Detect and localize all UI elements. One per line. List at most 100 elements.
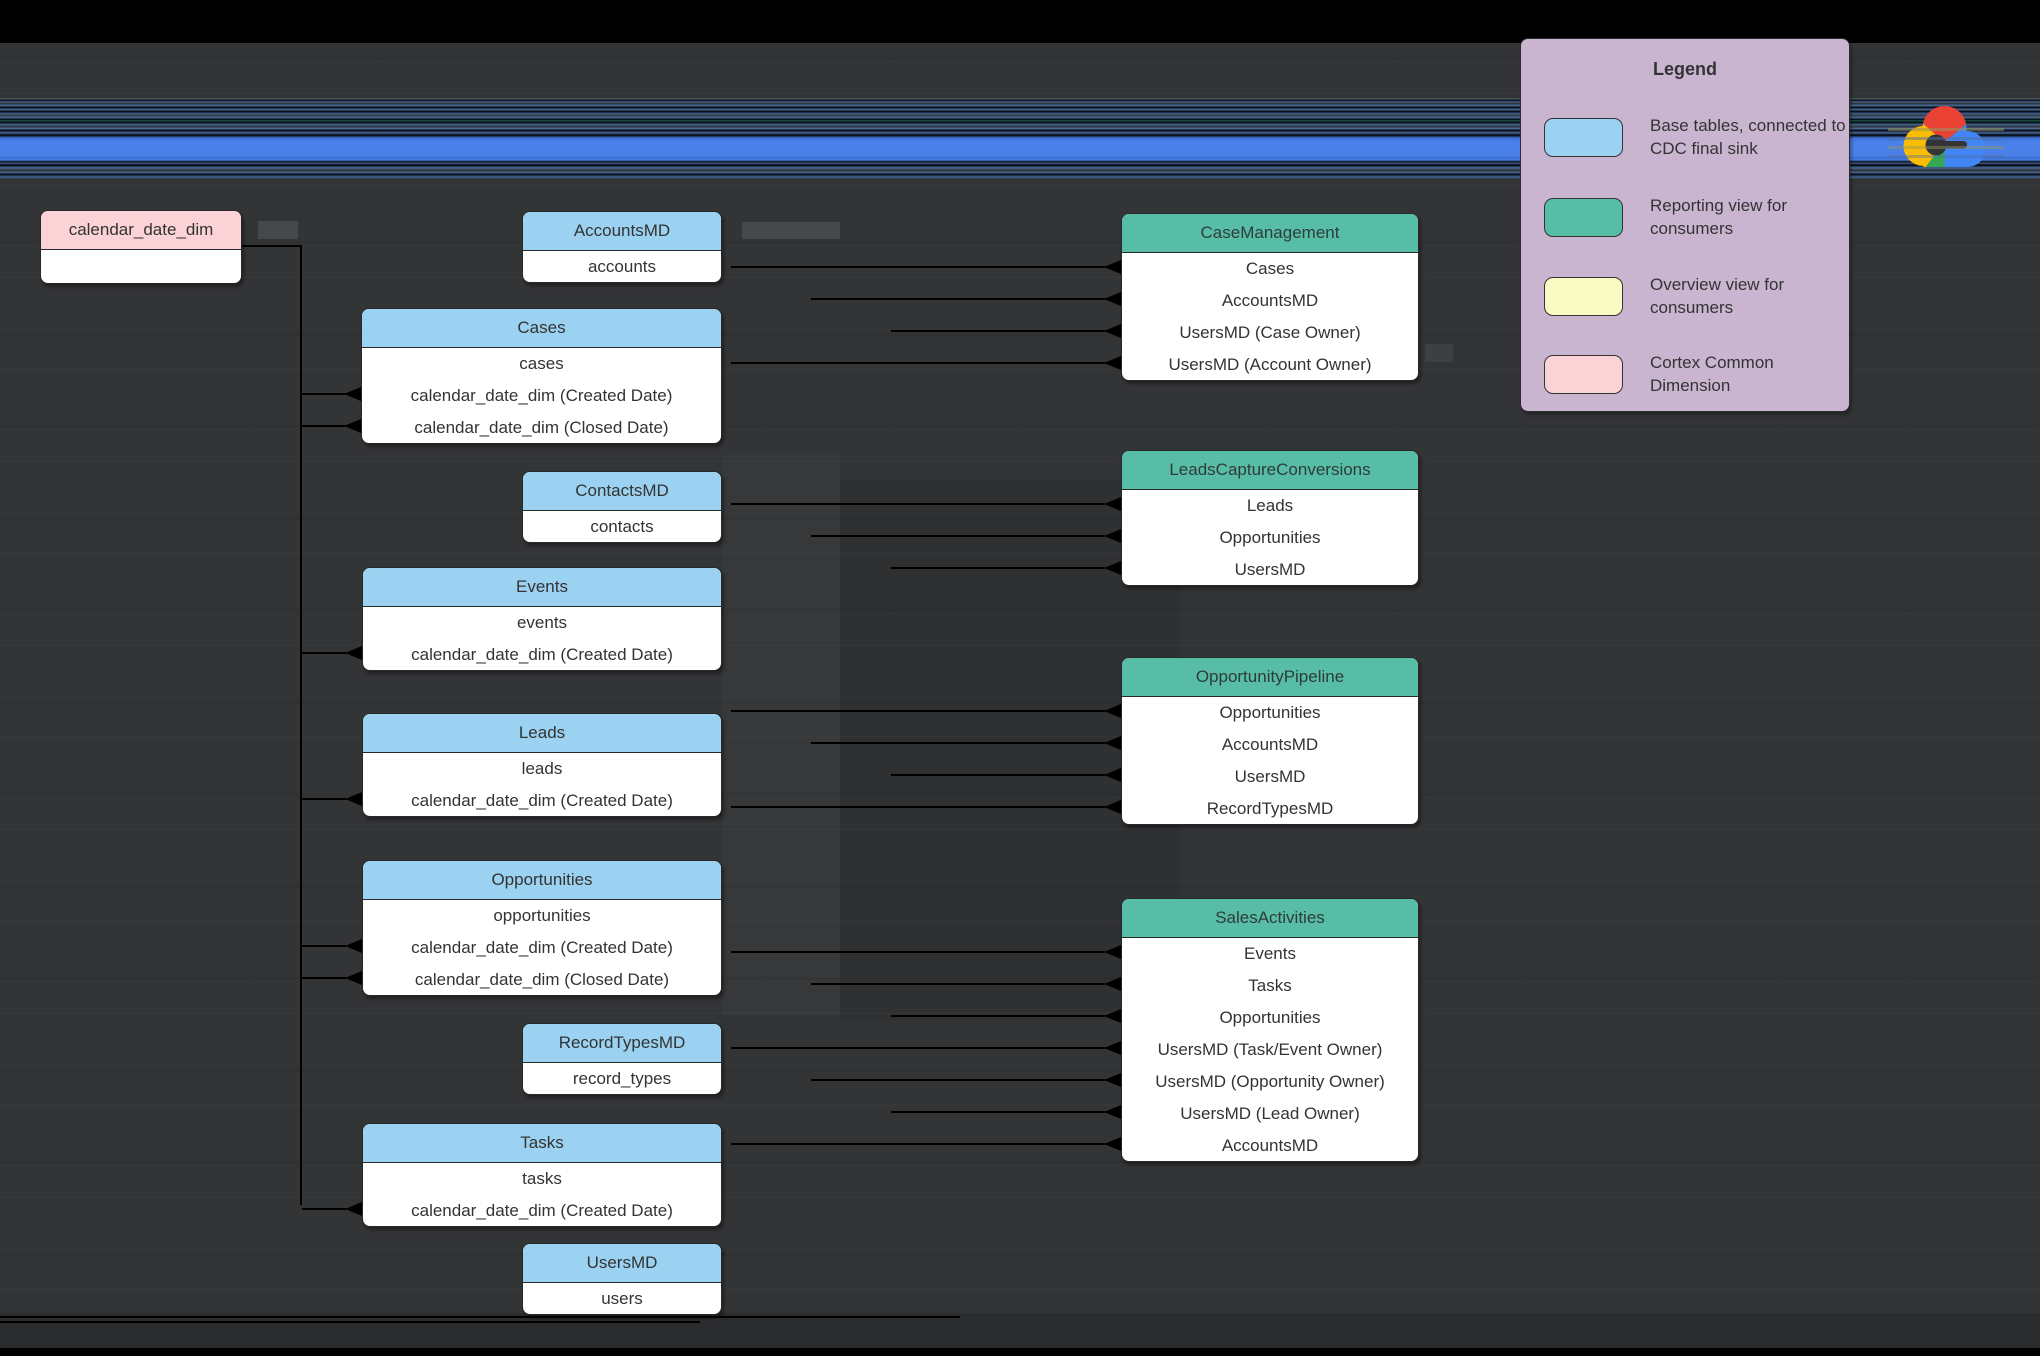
table-body: contacts — [523, 511, 721, 542]
connector-arrowhead — [1104, 292, 1121, 306]
table-row: cases — [519, 354, 564, 373]
table-title: Cases — [362, 309, 721, 348]
connector-arrowhead — [1104, 497, 1121, 511]
connector-line — [302, 393, 345, 395]
connector-line — [811, 1079, 1105, 1081]
table-title: calendar_date_dim — [41, 211, 241, 250]
table-row: Events — [1244, 944, 1296, 963]
table-title: LeadsCaptureConversions — [1122, 451, 1418, 490]
connector-line — [731, 1143, 1105, 1145]
connector-line — [300, 245, 302, 1205]
google-cloud-logo — [1896, 98, 1996, 182]
legend-title: Legend — [1652, 59, 1717, 79]
connector-line — [302, 425, 345, 427]
render-artifact — [1425, 344, 1453, 362]
table-row: Cases — [1245, 259, 1295, 278]
table-row: RecordTypesMD — [1206, 799, 1334, 818]
connector-line — [811, 535, 1105, 537]
legend-item: Base tables, connected to CDC final sink — [1544, 114, 1855, 160]
table-row: UsersMD (Case Owner) — [1179, 323, 1361, 342]
connector-line — [891, 567, 1105, 569]
connector-line — [302, 977, 346, 979]
connector-line — [240, 245, 302, 247]
legend-item: Cortex Common Dimension — [1544, 351, 1855, 397]
table-row: Tasks — [1248, 976, 1292, 995]
table-opportunities[interactable]: Opportunities opportunities calendar_date_… — [362, 860, 722, 996]
table-title: AccountsMD — [523, 212, 721, 251]
legend-item-label: Base tables, connected to CDC final sink — [1650, 116, 1846, 158]
connector-arrowhead — [345, 1202, 362, 1216]
table-row: Opportunities — [1219, 528, 1321, 547]
table-row: calendar_date_dim (Created Date) — [411, 1201, 673, 1220]
table-title: Events — [363, 568, 721, 607]
connector-arrowhead — [1104, 768, 1121, 782]
overview-view-swatch — [1544, 276, 1623, 316]
table-calendar_date_dim[interactable]: calendar_date_dim — [40, 210, 242, 284]
render-artifact — [0, 1321, 700, 1323]
connector-arrowhead — [345, 646, 362, 660]
connector-arrowhead — [1104, 1041, 1121, 1055]
table-row: UsersMD (Task/Event Owner) — [1157, 1040, 1383, 1059]
table-row: Opportunities — [1219, 1008, 1321, 1027]
connector-line — [302, 798, 346, 800]
table-row: AccountsMD — [1221, 1136, 1319, 1155]
table-row: calendar_date_dim (Created Date) — [411, 938, 673, 957]
connector-arrowhead — [1104, 800, 1121, 814]
table-body: accounts — [523, 251, 721, 282]
table-title: UsersMD — [523, 1244, 721, 1283]
google-cloud-logo-svg — [1903, 106, 1986, 167]
connector-line — [302, 652, 346, 654]
table-title: Opportunities — [363, 861, 721, 900]
base-table-swatch — [1544, 117, 1623, 157]
table-row: AccountsMD — [1221, 291, 1319, 310]
table-row: AccountsMD — [1221, 735, 1319, 754]
table-row: record_types — [572, 1069, 672, 1088]
table-row: Opportunities — [1219, 703, 1321, 722]
connector-arrowhead — [1104, 1073, 1121, 1087]
table-row: users — [601, 1289, 643, 1308]
connector-arrowhead — [345, 971, 362, 985]
connector-arrowhead — [1104, 260, 1121, 274]
table-row: calendar_date_dim (Created Date) — [410, 386, 673, 405]
render-artifact — [0, 1316, 960, 1318]
legend[interactable]: Legend Base tables, connected to CDC fin… — [1520, 38, 1850, 412]
table-row: calendar_date_dim (Closed Date) — [414, 970, 670, 989]
table-row: UsersMD — [1234, 767, 1306, 786]
connector-line — [731, 710, 1105, 712]
connector-arrowhead — [344, 419, 361, 433]
table-title: OpportunityPipeline — [1122, 658, 1418, 697]
connector-arrowhead — [1104, 529, 1121, 543]
table-title: SalesActivities — [1122, 899, 1418, 938]
table-row: UsersMD (Lead Owner) — [1180, 1104, 1360, 1123]
connector-line — [891, 330, 1105, 332]
legend-item-label: Reporting view for consumers — [1650, 196, 1788, 238]
connector-arrowhead — [1104, 1105, 1121, 1119]
table-title: Tasks — [363, 1124, 721, 1163]
table-row: accounts — [587, 257, 657, 276]
table-cases[interactable]: Cases cases calendar_date_dim (Created Dat… — [361, 308, 722, 444]
legend-item: Reporting view for consumers — [1544, 194, 1855, 240]
connector-arrowhead — [344, 387, 361, 401]
table-title: Leads — [363, 714, 721, 753]
table-accountsmd[interactable]: AccountsMD accounts — [522, 211, 722, 283]
table-row: opportunities — [493, 906, 591, 925]
connector-line — [302, 945, 346, 947]
table-body: opportunities calendar_date_dim (Created … — [363, 900, 721, 995]
table-usersmd[interactable]: UsersMD users — [522, 1243, 722, 1315]
connector-arrowhead — [1104, 561, 1121, 575]
